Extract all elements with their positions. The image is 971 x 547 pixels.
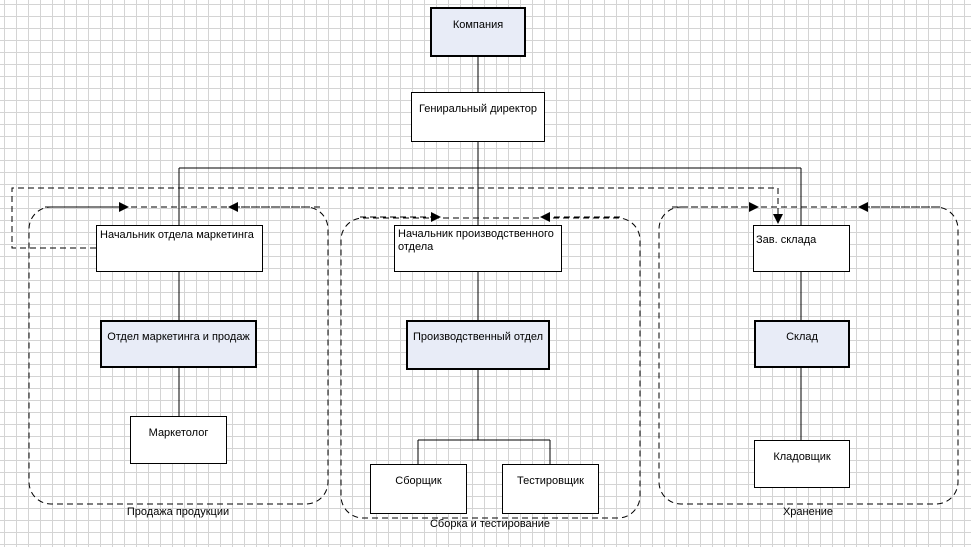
dashed-flow-loop [11,187,783,249]
node-production-dept[interactable]: Производственный отдел [406,320,550,370]
node-marketer[interactable]: Маркетолог [130,416,227,464]
group-label-assembly: Сборка и тестирование [429,518,551,530]
node-warehouse-head[interactable]: Зав. склада [753,225,850,272]
node-director[interactable]: Гениральный директор [411,92,545,142]
node-marketing-dept[interactable]: Отдел маркетинга и продаж [100,320,257,368]
group-label-storage: Хранение [782,506,834,518]
group-boundary-storage [658,206,959,505]
node-assembler[interactable]: Сборщик [370,464,467,514]
node-storekeeper[interactable]: Кладовщик [754,440,850,488]
node-production-head[interactable]: Начальник производственного отдела [394,225,562,272]
node-company[interactable]: Компания [430,7,526,57]
node-warehouse[interactable]: Склад [754,320,850,368]
node-marketing-head[interactable]: Начальник отдела маркетинга [96,225,263,272]
group-label-sales: Продажа продукции [126,506,230,518]
node-tester[interactable]: Тестировщик [502,464,599,514]
group-boundary-sales [28,206,329,505]
